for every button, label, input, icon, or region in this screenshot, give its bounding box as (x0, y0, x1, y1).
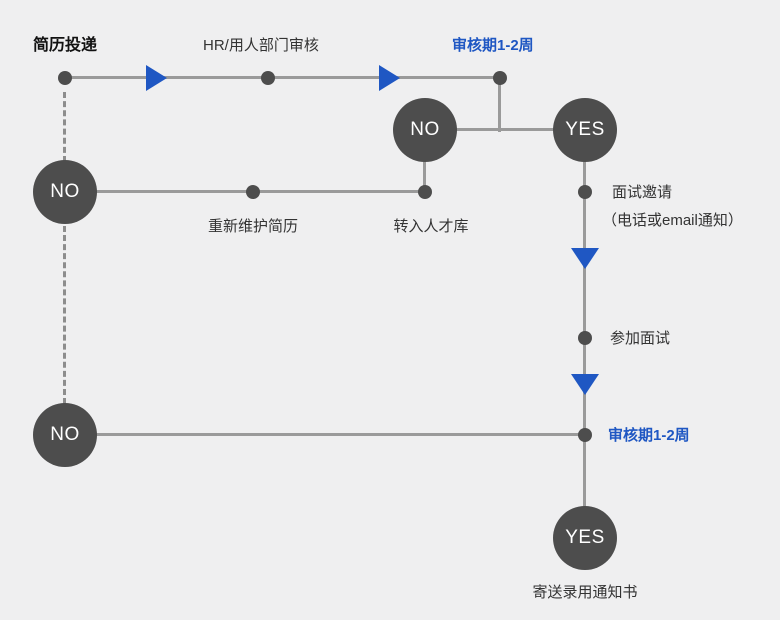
arrow-down-icon-1 (571, 248, 599, 269)
connector-top-horizontal (65, 76, 501, 79)
offer-label: 寄送录用通知书 (532, 584, 638, 601)
junction-dot-attend-interview (578, 331, 592, 345)
node-no-3: NO (33, 403, 97, 467)
node-yes-2-label: YES (565, 527, 605, 548)
arrow-right-icon-2 (379, 65, 400, 91)
review-period-top-label: 审核期1-2周 (452, 37, 534, 54)
interview-invite-label-line2: （电话或email通知） (602, 212, 743, 229)
start-label: 简历投递 (33, 37, 98, 54)
node-no-1: NO (393, 98, 457, 162)
junction-dot-review-period-top (493, 71, 507, 85)
connector-dashed-top (63, 92, 66, 162)
junction-dot-interview-invite (578, 185, 592, 199)
connector-dashed-bottom (63, 226, 66, 404)
junction-dot-hr-review (261, 71, 275, 85)
junction-dot-start (58, 71, 72, 85)
review-period-bottom-label: 审核期1-2周 (608, 427, 690, 444)
node-no-2-label: NO (50, 181, 80, 202)
junction-dot-re-maintain (246, 185, 260, 199)
node-no-1-label: NO (410, 119, 440, 140)
arrow-right-icon-1 (146, 65, 167, 91)
node-yes-1: YES (553, 98, 617, 162)
hr-review-label: HR/用人部门审核 (203, 37, 319, 54)
connector-no-yes (425, 128, 585, 131)
attend-interview-label: 参加面试 (610, 330, 671, 347)
node-no-2: NO (33, 160, 97, 224)
junction-dot-talent-pool (418, 185, 432, 199)
connector-top-right-drop (498, 76, 501, 132)
talent-pool-label: 转入人才库 (393, 218, 469, 235)
node-yes-2: YES (553, 506, 617, 570)
node-no-3-label: NO (50, 424, 80, 445)
node-yes-1-label: YES (565, 119, 605, 140)
re-maintain-label: 重新维护简历 (207, 218, 299, 235)
connector-row2-horizontal (65, 190, 425, 193)
connector-row3-horizontal (65, 433, 585, 436)
interview-invite-label-line1: 面试邀请 (612, 184, 673, 201)
junction-dot-review-period-bottom (578, 428, 592, 442)
arrow-down-icon-2 (571, 374, 599, 395)
